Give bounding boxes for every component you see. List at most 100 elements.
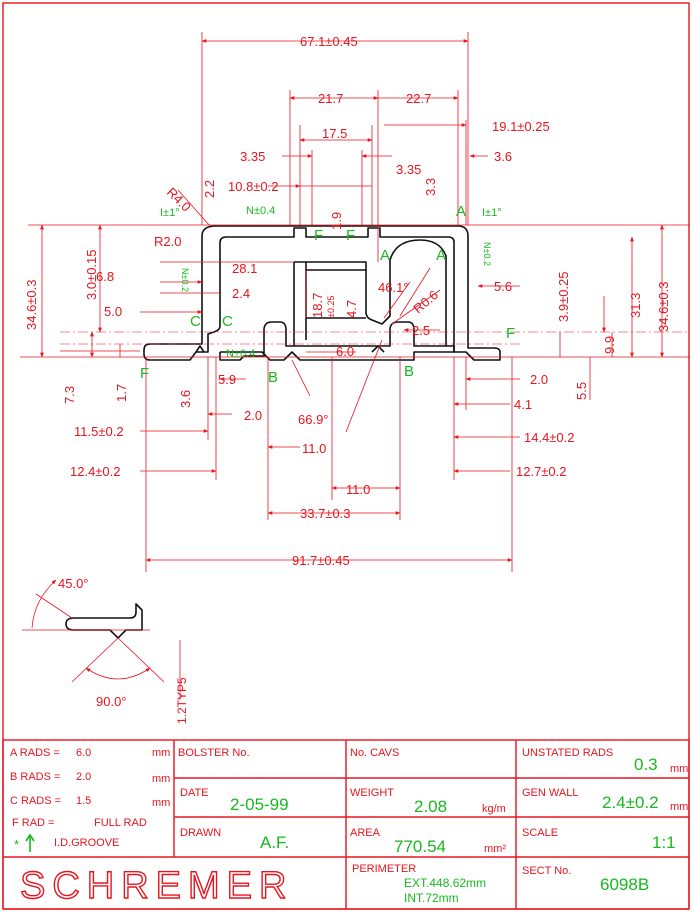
svg-text:mm: mm: [670, 801, 688, 813]
svg-text:mm²: mm²: [484, 843, 506, 855]
svg-text:B: B: [268, 369, 278, 386]
svg-text:AREA: AREA: [350, 827, 381, 839]
svg-text:DATE: DATE: [180, 787, 209, 799]
tolerance-markers: I±1° N±0.4 I±1° N±0.2 N±0.2 N±0.4 A F F …: [140, 203, 515, 386]
svg-text:9.9: 9.9: [602, 336, 617, 354]
svg-text:770.54: 770.54: [394, 837, 446, 856]
svg-text:3.9±0.25: 3.9±0.25: [556, 271, 571, 322]
svg-text:10.8±0.2: 10.8±0.2: [228, 179, 279, 194]
svg-text:A: A: [380, 247, 390, 264]
svg-text:31.3: 31.3: [628, 293, 643, 318]
svg-text:12.7±0.2: 12.7±0.2: [516, 464, 567, 479]
svg-text:3.35: 3.35: [240, 149, 265, 164]
svg-text:22.7: 22.7: [406, 91, 431, 106]
svg-text:5.5: 5.5: [574, 382, 589, 400]
svg-text:SECT No.: SECT No.: [522, 865, 571, 877]
svg-text:kg/m: kg/m: [482, 803, 506, 815]
svg-text:F: F: [506, 325, 515, 342]
svg-text:DRAWN: DRAWN: [180, 827, 221, 839]
svg-text:46.1°: 46.1°: [378, 280, 409, 295]
dimension-labels: 67.1±0.45 21.7 22.7 19.1±0.25 17.5 3.35 …: [24, 34, 671, 568]
svg-text:2.4±0.2: 2.4±0.2: [602, 793, 659, 812]
svg-text:1.5: 1.5: [76, 795, 91, 807]
svg-text:6.0: 6.0: [336, 344, 354, 359]
svg-text:C RADS =: C RADS =: [10, 795, 61, 807]
svg-text:FULL RAD: FULL RAD: [94, 817, 147, 829]
svg-text:2.08: 2.08: [414, 797, 447, 816]
svg-text:F: F: [346, 227, 355, 244]
svg-text:mm: mm: [670, 763, 688, 775]
asterisk-icon: *: [14, 837, 19, 852]
svg-text:2.2: 2.2: [202, 180, 217, 198]
svg-text:91.7±0.45: 91.7±0.45: [292, 553, 350, 568]
svg-text:66.9°: 66.9°: [298, 412, 329, 427]
svg-text:4.1: 4.1: [514, 397, 532, 412]
svg-text:INT.72mm: INT.72mm: [404, 891, 459, 905]
svg-text:mm: mm: [152, 747, 170, 759]
svg-text:67.1±0.45: 67.1±0.45: [300, 34, 358, 49]
svg-text:A.F.: A.F.: [260, 833, 289, 852]
svg-text:1.9: 1.9: [329, 212, 344, 230]
svg-text:F: F: [314, 227, 323, 244]
svg-text:A RADS =: A RADS =: [10, 747, 60, 759]
svg-text:3.35: 3.35: [396, 162, 421, 177]
svg-text:2.0: 2.0: [244, 408, 262, 423]
svg-text:34.6±0.3: 34.6±0.3: [24, 279, 39, 330]
svg-text:18.7: 18.7: [310, 293, 325, 318]
svg-text:1.7: 1.7: [114, 384, 129, 402]
svg-text:No. CAVS: No. CAVS: [350, 747, 399, 759]
svg-text:F RAD =: F RAD =: [12, 817, 54, 829]
svg-text:C: C: [222, 313, 233, 330]
svg-text:B: B: [404, 363, 414, 380]
svg-text:mm: mm: [152, 797, 170, 809]
svg-text:11.5±0.2: 11.5±0.2: [74, 424, 124, 439]
svg-text:21.7: 21.7: [318, 91, 343, 106]
svg-text:7.3: 7.3: [62, 386, 77, 404]
svg-text:2-05-99: 2-05-99: [230, 795, 289, 814]
svg-text:90.0°: 90.0°: [96, 694, 127, 709]
svg-text:45.0°: 45.0°: [58, 576, 89, 591]
svg-text:mm: mm: [152, 773, 170, 785]
svg-text:5.9: 5.9: [218, 372, 236, 387]
svg-text:B RADS =: B RADS =: [10, 771, 60, 783]
svg-text:1.2TYP5: 1.2TYP5: [175, 677, 189, 724]
svg-text:6.0: 6.0: [76, 747, 91, 759]
svg-text:12.4±0.2: 12.4±0.2: [70, 464, 121, 479]
svg-text:3.0±0.15: 3.0±0.15: [84, 249, 99, 300]
svg-text:0.3: 0.3: [634, 755, 658, 774]
svg-text:N±0.4: N±0.4: [246, 205, 275, 217]
svg-text:33.7±0.3: 33.7±0.3: [300, 506, 351, 521]
svg-text:2.0: 2.0: [76, 771, 91, 783]
svg-text:2.4: 2.4: [232, 286, 250, 301]
svg-text:1:1: 1:1: [652, 833, 676, 852]
svg-text:EXT.448.62mm: EXT.448.62mm: [404, 876, 486, 890]
svg-text:UNSTATED RADS: UNSTATED RADS: [522, 747, 613, 759]
svg-text:WEIGHT: WEIGHT: [350, 787, 394, 799]
svg-text:2.0: 2.0: [530, 372, 548, 387]
svg-text:N±0.2: N±0.2: [482, 242, 492, 266]
svg-text:BOLSTER No.: BOLSTER No.: [178, 747, 250, 759]
svg-text:3.6: 3.6: [494, 149, 512, 164]
arrow-up-icon: [25, 833, 35, 852]
svg-text:5.0: 5.0: [104, 304, 122, 319]
svg-text:GEN WALL: GEN WALL: [522, 787, 578, 799]
title-block: A RADS = 6.0 mm B RADS = 2.0 mm C RADS =…: [2, 739, 690, 910]
svg-text:34.6±0.3: 34.6±0.3: [656, 281, 671, 332]
detail-view: 45.0° 90.0° 1.2TYP5: [22, 576, 189, 724]
svg-text:3.6: 3.6: [178, 390, 193, 408]
svg-text:17.5: 17.5: [322, 126, 347, 141]
svg-text:N±0.4: N±0.4: [226, 348, 255, 360]
svg-text:14.4±0.2: 14.4±0.2: [524, 430, 575, 445]
svg-text:6098B: 6098B: [600, 875, 649, 894]
svg-text:±0.25: ±0.25: [326, 296, 336, 318]
svg-text:4.7: 4.7: [344, 300, 359, 318]
svg-text:3.3: 3.3: [423, 178, 438, 196]
svg-text:PERIMETER: PERIMETER: [352, 863, 416, 875]
svg-text:19.1±0.25: 19.1±0.25: [492, 119, 550, 134]
svg-text:I±1°: I±1°: [160, 207, 180, 219]
svg-text:11.0: 11.0: [346, 482, 370, 497]
svg-text:F: F: [140, 365, 149, 382]
svg-text:C: C: [190, 313, 201, 330]
svg-text:SCALE: SCALE: [522, 827, 558, 839]
dimension-lines: [20, 32, 690, 572]
